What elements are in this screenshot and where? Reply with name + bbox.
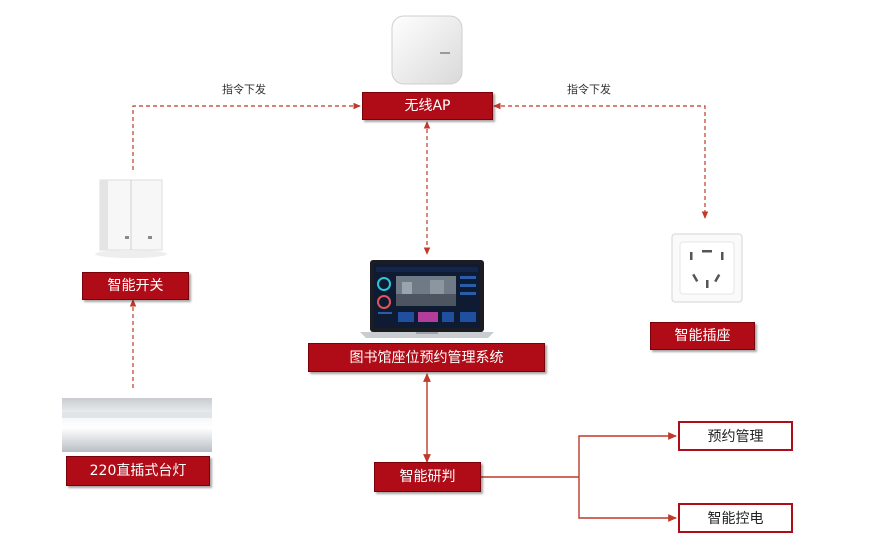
- led-tube-lamp-icon: [62, 398, 212, 452]
- laptop-dashboard-icon: [360, 258, 494, 342]
- node-smart-socket[interactable]: 智能插座: [650, 322, 755, 350]
- switch-to-ap-line: [132, 102, 361, 170]
- node-reservation-system[interactable]: 图书馆座位预约管理系统: [308, 343, 545, 372]
- node-smart-judgment[interactable]: 智能研判: [374, 462, 481, 492]
- wall-socket-icon: [668, 230, 746, 306]
- command-label-left: 指令下发: [222, 83, 266, 96]
- wireless-ap-icon: [390, 14, 464, 86]
- judge-to-power-line: [578, 477, 677, 522]
- wall-switch-icon: [92, 178, 170, 260]
- ap-to-socket-line: [493, 102, 709, 219]
- command-label-right: 指令下发: [567, 83, 611, 96]
- node-reservation-management[interactable]: 预约管理: [678, 421, 793, 451]
- node-desk-lamp[interactable]: 220直插式台灯: [66, 456, 210, 486]
- node-smart-switch[interactable]: 智能开关: [82, 272, 189, 300]
- node-wireless-ap[interactable]: 无线AP: [362, 92, 493, 120]
- judge-to-reserve-line: [578, 432, 677, 477]
- node-smart-power-control[interactable]: 智能控电: [678, 503, 793, 533]
